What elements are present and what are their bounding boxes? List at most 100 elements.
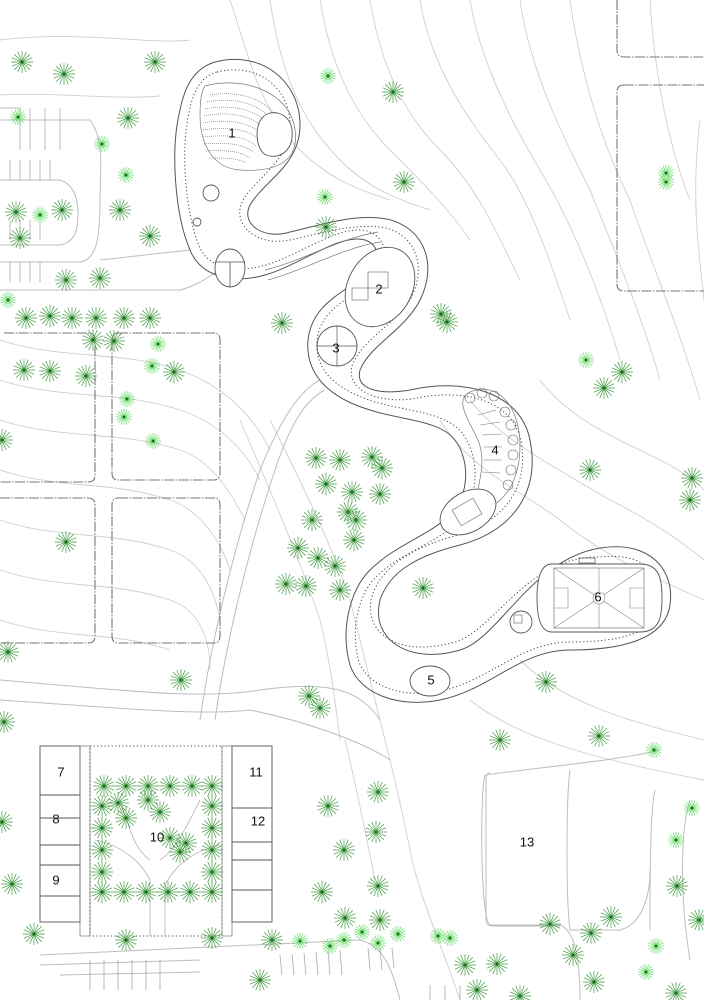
tree-icon — [430, 928, 446, 944]
zone-label-13: 13 — [519, 834, 535, 850]
tree-icon — [295, 575, 317, 597]
tree-icon — [324, 555, 346, 577]
tree-icon — [489, 729, 511, 751]
tree-icon — [442, 930, 458, 946]
tree-icon — [365, 821, 387, 843]
tree-icon — [91, 861, 113, 883]
open-field-13 — [485, 772, 560, 927]
tree-icon — [611, 361, 633, 383]
pavilion-5-6 — [409, 557, 663, 697]
tree-icon — [103, 330, 125, 352]
tree-icon — [370, 935, 386, 951]
tree-icon — [201, 927, 223, 949]
tree-icon — [329, 449, 351, 471]
tree-icon — [666, 875, 688, 897]
tree-icon — [315, 216, 337, 238]
tree-icon — [0, 292, 16, 308]
roads — [0, 107, 691, 1000]
tree-icon — [0, 428, 13, 452]
tree-icon — [91, 817, 113, 839]
tree-icon — [588, 725, 610, 747]
tree-icon — [648, 938, 664, 954]
tree-icon — [292, 933, 308, 949]
zone-label-5: 5 — [427, 672, 435, 688]
tree-icon — [107, 792, 129, 814]
zone-label-8: 8 — [52, 811, 60, 827]
tree-icon — [115, 807, 137, 829]
tree-icon — [85, 307, 107, 329]
zone-label-11: 11 — [249, 764, 263, 780]
tree-icon — [361, 446, 383, 468]
tree-icon — [201, 881, 223, 903]
tree-icon — [117, 107, 139, 129]
tree-icon — [329, 579, 351, 601]
tree-icon — [369, 483, 391, 505]
tree-icon — [139, 307, 161, 329]
tree-icon — [334, 907, 356, 929]
tree-icon — [82, 329, 104, 351]
tree-icon — [157, 881, 179, 903]
tree-icon — [535, 671, 557, 693]
tree-icon — [390, 926, 406, 942]
tree-icon — [5, 201, 27, 223]
tree-icon — [646, 742, 662, 758]
tree-icon — [55, 269, 77, 291]
tree-icon — [201, 775, 223, 797]
tree-icon — [436, 311, 458, 333]
tree-icon — [91, 795, 113, 817]
tree-icon — [580, 922, 602, 944]
tree-icon — [271, 312, 293, 334]
tree-icon — [91, 839, 113, 861]
tree-icon — [658, 174, 674, 190]
zone-label-2: 2 — [375, 281, 383, 297]
tree-icon — [688, 909, 704, 931]
tree-icon — [201, 839, 223, 861]
tree-icon — [486, 953, 508, 975]
tree-icon — [144, 358, 160, 374]
tree-icon — [600, 906, 622, 928]
tree-icon — [9, 227, 31, 249]
tree-icon — [0, 641, 19, 663]
tree-icon — [39, 360, 61, 382]
tree-icon — [75, 365, 97, 387]
tree-icon — [343, 529, 365, 551]
tree-icon — [169, 841, 191, 863]
tree-icon — [159, 775, 181, 797]
tree-icon — [0, 711, 15, 733]
zone-label-3: 3 — [332, 340, 340, 356]
school-building — [39, 745, 273, 937]
tree-icon — [583, 971, 605, 993]
tree-icon — [679, 489, 701, 511]
tree-icon — [393, 171, 415, 193]
tree-icon — [1, 873, 23, 895]
tree-icon — [150, 336, 166, 352]
tree-icon — [665, 982, 687, 1000]
tree-icon — [336, 932, 352, 948]
parking-stripes — [9, 160, 461, 1000]
tree-icon — [93, 775, 115, 797]
tree-icon — [320, 68, 336, 84]
tree-icon — [170, 669, 192, 691]
tree-icon — [163, 361, 185, 383]
tree-icon — [149, 801, 171, 823]
tree-icon — [562, 944, 584, 966]
tree-icon — [307, 547, 329, 569]
tree-icon — [11, 51, 33, 73]
tree-icon — [201, 795, 223, 817]
tree-icon — [333, 839, 355, 861]
zone-label-1: 1 — [228, 125, 236, 141]
tree-icon — [135, 881, 157, 903]
tree-icon — [367, 781, 389, 803]
tree-icon — [23, 923, 45, 945]
zone-label-4: 4 — [491, 442, 499, 458]
tree-icon — [181, 775, 203, 797]
tree-icon — [684, 800, 700, 816]
tree-icon — [287, 537, 309, 559]
tree-icon — [201, 861, 223, 883]
zone-label-10: 10 — [149, 829, 165, 845]
zone-label-9: 9 — [52, 872, 60, 888]
tree-icon — [201, 817, 223, 839]
tree-icon — [322, 938, 338, 954]
zone-label-7: 7 — [57, 764, 65, 780]
